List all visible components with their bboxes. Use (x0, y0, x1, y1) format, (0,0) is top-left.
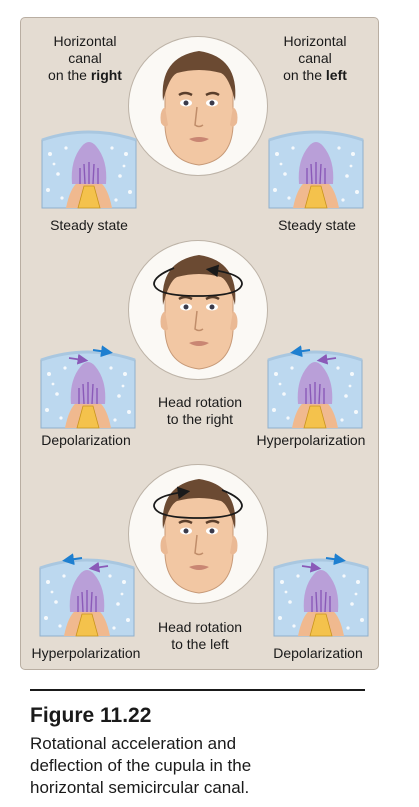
canal-left-hyperpolarization (266, 344, 364, 430)
head-rotation-right (128, 240, 268, 380)
deflection-arrows-icon (301, 553, 346, 573)
rotation-line: to the left (171, 636, 229, 652)
label-line: canal (68, 50, 102, 66)
head-rotation-left (128, 464, 268, 604)
label-prefix: on the (283, 67, 326, 83)
deflection-arrows-icon (290, 345, 337, 365)
label-prefix: on the (48, 67, 91, 83)
label-left-canal: Horizontal canal on the left (270, 33, 360, 84)
label-bold: left (325, 67, 347, 83)
label-line: on the left (270, 67, 360, 84)
label-line: Horizontal (283, 33, 347, 49)
rotation-line: Head rotation (157, 394, 243, 410)
rotation-label: Head rotation to the right (147, 394, 253, 428)
head-steady (128, 36, 268, 176)
rotation-arrow-icon (153, 264, 243, 297)
figure-caption: Rotational acceleration and deflection o… (30, 733, 370, 799)
caption-rule (30, 689, 365, 691)
rotation-label: Head rotation to the left (147, 619, 253, 653)
caption-line: deflection of the cupula in the (30, 756, 252, 775)
label-line: canal (298, 50, 332, 66)
cupula-icon (40, 124, 138, 210)
deflection-arrows-icon (62, 553, 109, 573)
canal-right-steady (40, 124, 138, 210)
label-line: on the right (40, 67, 130, 84)
state-label: Depolarization (273, 645, 363, 661)
rotation-line: to the right (166, 411, 234, 427)
canal-right-hyperpolarization (38, 552, 136, 638)
figure-title: Figure 11.22 (30, 704, 152, 727)
canal-right-depolarization (39, 344, 137, 430)
caption-line: Rotational acceleration and (30, 734, 237, 753)
state-label: Depolarization (41, 432, 131, 448)
state-label: Hyperpolarization (256, 432, 366, 448)
state-label: Hyperpolarization (31, 645, 141, 661)
label-line: Horizontal (53, 33, 117, 49)
state-label: Steady state (50, 217, 128, 233)
label-right-canal: Horizontal canal on the right (40, 33, 130, 84)
state-label: Steady state (278, 217, 356, 233)
cupula-icon (267, 124, 365, 210)
canal-left-steady (267, 124, 365, 210)
face-icon (129, 37, 268, 176)
rotation-line: Head rotation (157, 619, 243, 635)
deflection-arrows-icon (68, 345, 113, 365)
canal-left-depolarization (272, 552, 370, 638)
label-bold: right (90, 67, 122, 83)
caption-line: horizontal semicircular canal. (30, 778, 250, 797)
rotation-arrow-icon (153, 486, 243, 519)
